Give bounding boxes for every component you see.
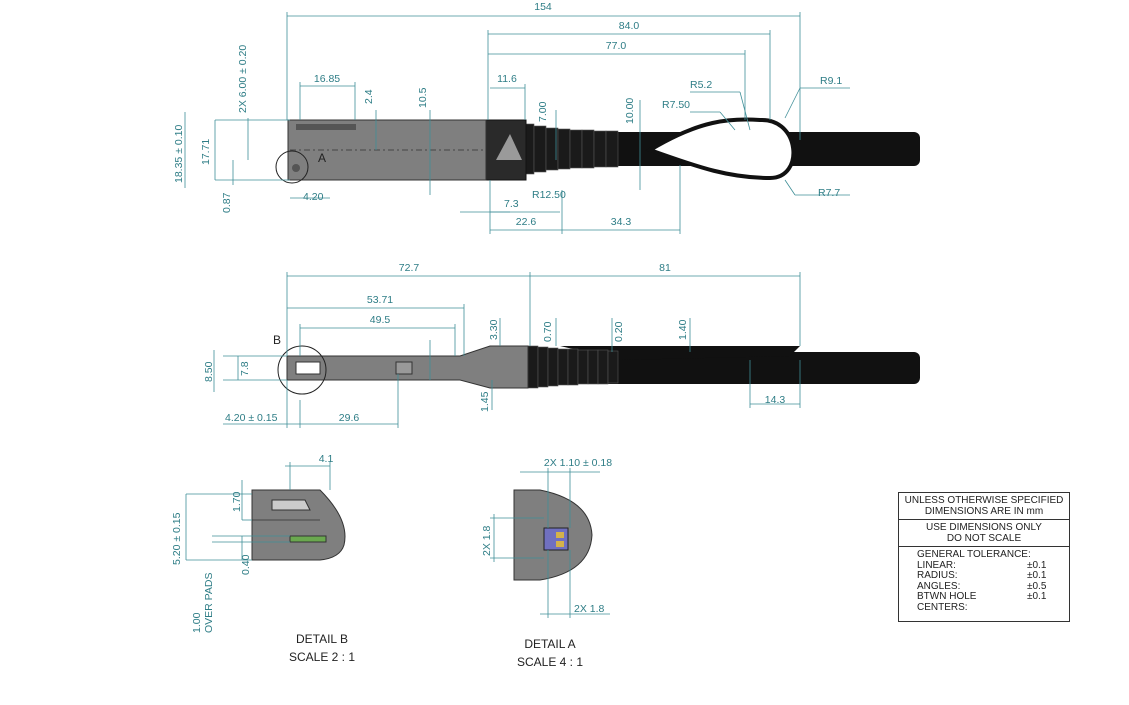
dim-2-4: 2.4 bbox=[363, 89, 375, 104]
dim-0-20: 0.20 bbox=[613, 321, 625, 342]
tolerance-title: GENERAL TOLERANCE: bbox=[917, 549, 1031, 560]
detail-b-title: DETAIL B bbox=[296, 632, 348, 646]
brand-logo bbox=[496, 134, 522, 160]
title-block-header: UNLESS OTHERWISE SPECIFIED DIMENSIONS AR… bbox=[899, 493, 1069, 520]
dim-1-00: 1.00 bbox=[191, 612, 203, 633]
side-dimension-lines bbox=[213, 272, 801, 428]
title-block-scale-note: USE DIMENSIONS ONLY DO NOT SCALE bbox=[899, 520, 1069, 547]
dim-81: 81 bbox=[659, 262, 671, 274]
tolerance-row: LINEAR: ±0.1 bbox=[917, 559, 1063, 572]
detail-b-scale: SCALE 2 : 1 bbox=[289, 650, 355, 664]
dim-11-6: 11.6 bbox=[497, 73, 517, 85]
tolerance-name: LINEAR: bbox=[917, 559, 956, 571]
tolerance-name: ANGLES: bbox=[917, 580, 961, 592]
dim-49-5: 49.5 bbox=[370, 314, 391, 326]
dim-53-71: 53.71 bbox=[367, 294, 393, 306]
strain-relief-top bbox=[521, 123, 619, 175]
note-line-1: UNLESS OTHERWISE SPECIFIED bbox=[904, 495, 1064, 506]
dim-14-3: 14.3 bbox=[765, 394, 786, 406]
dim-r7-50: R7.50 bbox=[662, 99, 690, 111]
dim-0-40: 0.40 bbox=[240, 554, 252, 575]
dim-3-30: 3.30 bbox=[488, 319, 500, 340]
detail-a-ref: A bbox=[318, 151, 326, 165]
tolerance-value: ±0.1 bbox=[1027, 591, 1047, 602]
dim-2x-1-8-vertical: 2X 1.8 bbox=[481, 525, 493, 556]
detail-b-ref: B bbox=[273, 333, 281, 347]
dim-17-71: 17.71 bbox=[200, 139, 212, 165]
dim-4-1: 4.1 bbox=[319, 453, 334, 465]
detail-b-marker bbox=[277, 345, 327, 395]
dim-2x-1-8-horizontal: 2X 1.8 bbox=[574, 603, 605, 615]
tolerance-section: GENERAL TOLERANCE: LINEAR: ±0.1 RADIUS: … bbox=[899, 547, 1069, 613]
dim-10-00: 10.00 bbox=[624, 98, 636, 124]
note-line-4: DO NOT SCALE bbox=[946, 533, 1022, 544]
dim-4-20-side: 4.20 ± 0.15 bbox=[225, 412, 278, 424]
dim-r7-7: R7.7 bbox=[818, 187, 840, 199]
dim-22-6: 22.6 bbox=[516, 216, 537, 228]
dim-72-7: 72.7 bbox=[399, 262, 420, 274]
dim-18-35: 18.35 ± 0.10 bbox=[173, 125, 185, 183]
dim-r9-1: R9.1 bbox=[820, 75, 842, 87]
note-line-2: DIMENSIONS ARE IN mm bbox=[924, 506, 1044, 517]
dim-29-6: 29.6 bbox=[339, 412, 360, 424]
dim-34-3: 34.3 bbox=[611, 216, 632, 228]
dim-84: 84.0 bbox=[619, 20, 640, 32]
dim-7-8: 7.8 bbox=[239, 361, 251, 376]
tolerance-name: RADIUS: bbox=[917, 570, 958, 581]
dim-8-50: 8.50 bbox=[203, 361, 215, 382]
tolerance-row: RADIUS: ±0.1 bbox=[917, 570, 1063, 582]
detail-b-dimension-lines bbox=[185, 462, 331, 561]
dim-16-85: 16.85 bbox=[314, 73, 340, 85]
tolerance-value: ±0.5 bbox=[1027, 580, 1047, 592]
detail-a: 2X 1.10 ± 0.18 2X 1.8 2X 1.8 DETAIL A SC… bbox=[481, 457, 612, 669]
tolerance-row: ANGLES: ±0.5 bbox=[917, 580, 1063, 593]
dim-5-20: 5.20 ± 0.15 bbox=[171, 512, 183, 565]
tolerance-value: ±0.1 bbox=[1027, 559, 1047, 571]
top-dimension-lines bbox=[184, 12, 850, 234]
dim-1-70: 1.70 bbox=[231, 491, 243, 512]
dim-0-87: 0.87 bbox=[221, 192, 233, 213]
strain-relief-side bbox=[527, 345, 619, 389]
dim-7-3: 7.3 bbox=[504, 198, 519, 210]
dim-1-45: 1.45 bbox=[479, 391, 491, 412]
detail-a-scale: SCALE 4 : 1 bbox=[517, 655, 583, 669]
tolerance-row: BTWN HOLE CENTERS: ±0.1 bbox=[917, 591, 1063, 613]
detail-a-dimension-lines bbox=[490, 468, 610, 618]
tolerance-name: BTWN HOLE CENTERS: bbox=[917, 591, 977, 613]
dim-overall-length: 154 bbox=[534, 1, 552, 13]
top-view: A bbox=[173, 1, 920, 234]
dim-0-70: 0.70 bbox=[542, 321, 554, 342]
dim-7-00: 7.00 bbox=[537, 101, 549, 122]
dim-2x-6-00: 2X 6.00 ± 0.20 bbox=[237, 45, 249, 113]
dim-4-20: 4.20 bbox=[303, 191, 324, 203]
dim-1-40: 1.40 bbox=[677, 319, 689, 340]
title-block: UNLESS OTHERWISE SPECIFIED DIMENSIONS AR… bbox=[898, 492, 1070, 622]
cable-side bbox=[560, 352, 920, 384]
detail-a-title: DETAIL A bbox=[524, 637, 575, 651]
dim-2x-1-10: 2X 1.10 ± 0.18 bbox=[544, 457, 612, 469]
side-view: B bbox=[203, 262, 920, 428]
detail-b: 4.1 1.70 5.20 ± 0.15 0.40 1.00 OVER PADS… bbox=[171, 453, 355, 664]
tolerance-value: ±0.1 bbox=[1027, 570, 1047, 581]
cable-loop bbox=[645, 117, 796, 181]
note-line-3: USE DIMENSIONS ONLY bbox=[926, 522, 1042, 533]
dim-r5-2: R5.2 bbox=[690, 79, 712, 91]
dim-10-5: 10.5 bbox=[417, 87, 429, 108]
dim-77: 77.0 bbox=[606, 40, 627, 52]
dim-over-pads: OVER PADS bbox=[203, 573, 215, 634]
detail-a-marker bbox=[275, 150, 309, 184]
dim-r12-50: R12.50 bbox=[532, 189, 566, 201]
